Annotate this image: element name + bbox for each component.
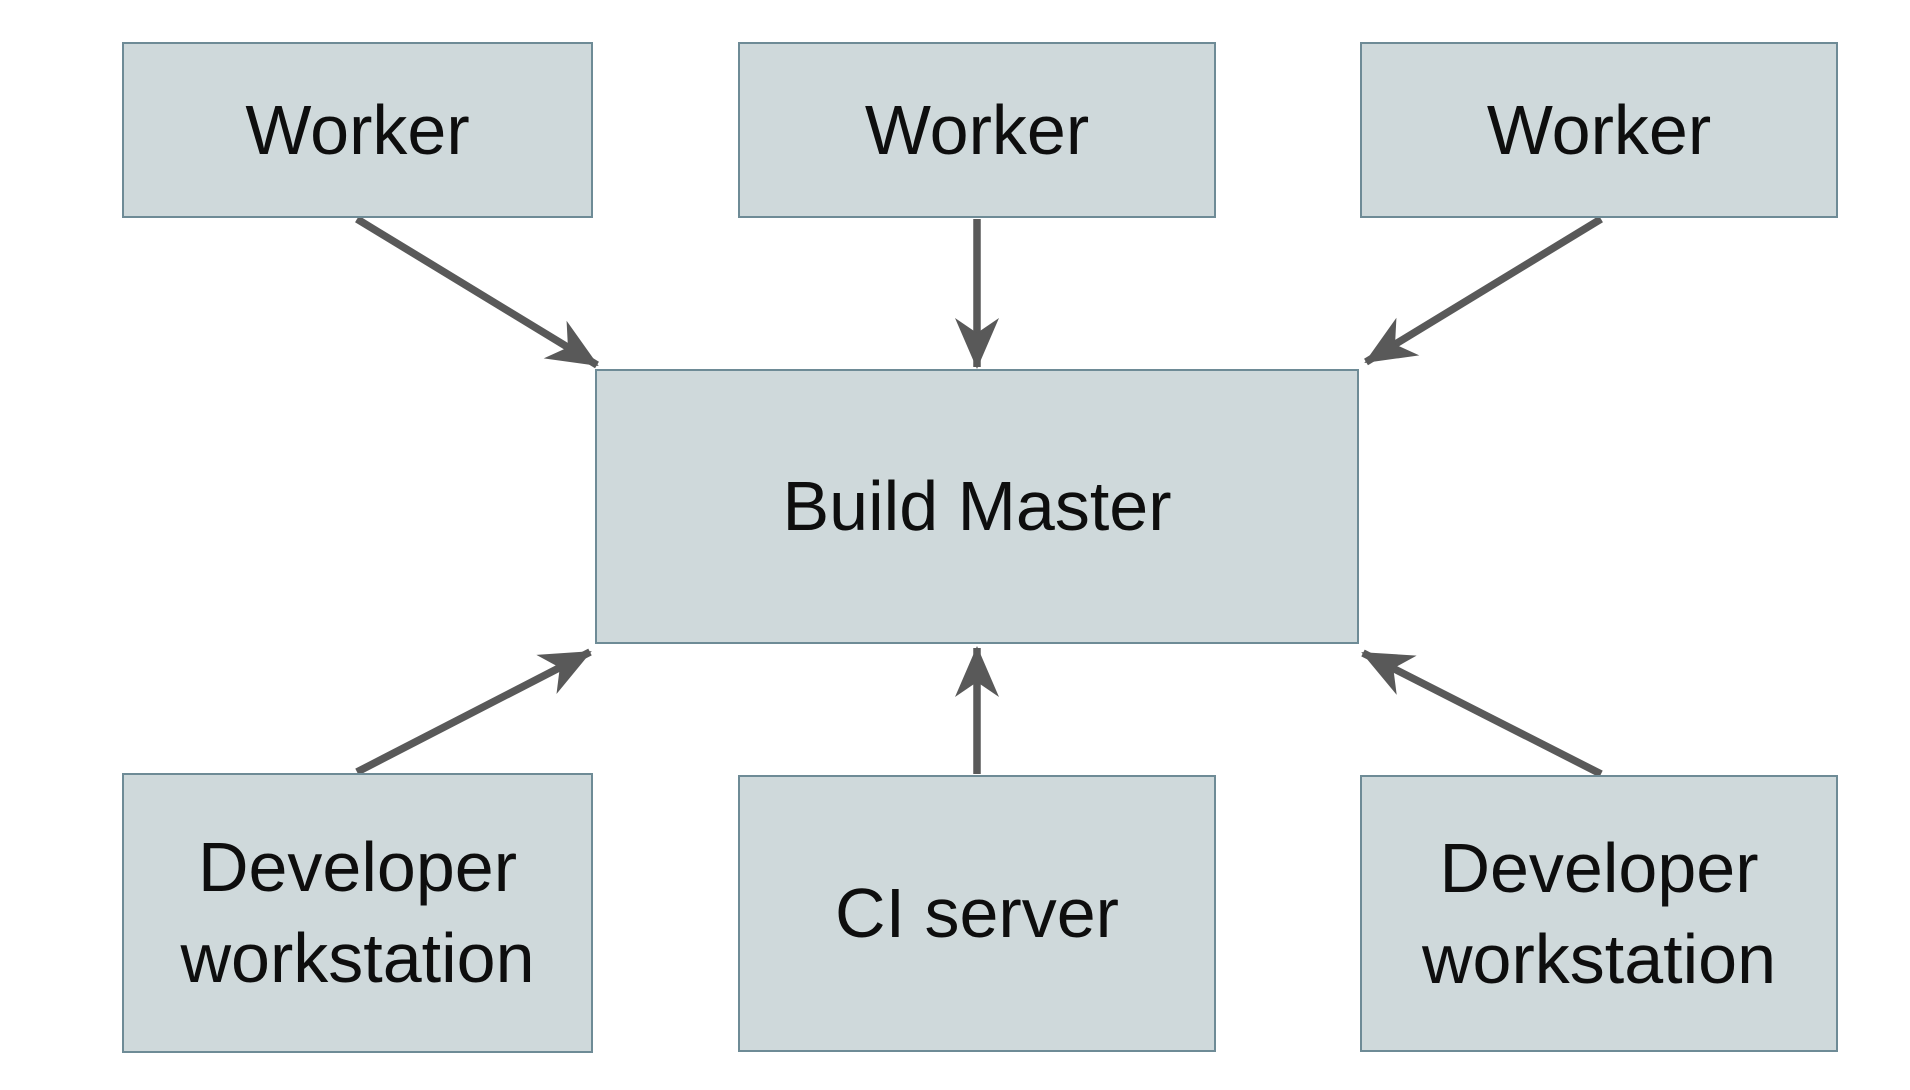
node-developer-workstation-right-label: Developer workstation [1421,828,1777,998]
node-ci-server-label: CI server [835,874,1119,952]
node-ci-server: CI server [738,775,1216,1052]
edge-worker1-to-build-master [355,215,599,369]
edge-dev-right-to-build-master [1361,649,1603,778]
node-build-master-label: Build Master [782,467,1172,545]
node-developer-workstation-left-label: Developer workstation [180,828,535,997]
edge-dev-left-to-build-master [355,648,592,776]
node-worker-2: Worker [738,42,1216,218]
node-developer-workstation-left: Developer workstation [122,773,593,1053]
node-worker-1: Worker [122,42,593,218]
node-build-master: Build Master [595,369,1359,644]
node-worker-3: Worker [1360,42,1838,218]
node-developer-workstation-right: Developer workstation [1360,775,1838,1052]
edge-worker3-to-build-master [1364,215,1603,366]
node-worker-2-label: Worker [864,90,1090,169]
node-worker-1-label: Worker [245,90,470,169]
node-worker-3-label: Worker [1486,90,1712,169]
